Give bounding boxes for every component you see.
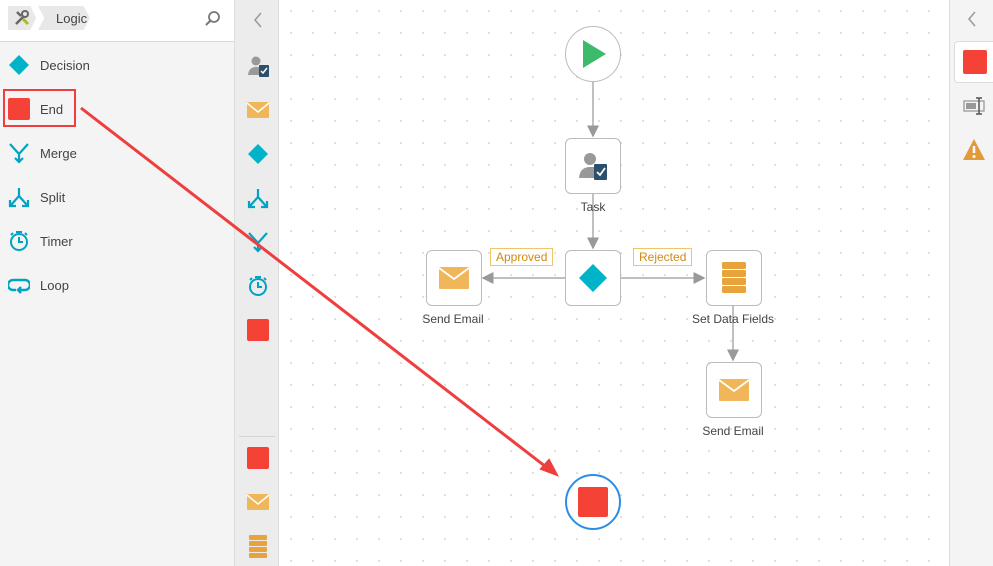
palette-item-merge[interactable]: Merge xyxy=(8,141,77,165)
tools-icon[interactable] xyxy=(8,6,36,30)
email-icon[interactable] xyxy=(246,490,270,514)
panel-header: Logic xyxy=(0,0,234,42)
end-icon[interactable] xyxy=(246,318,270,342)
item-label: Decision xyxy=(40,57,90,73)
approved-branch-label: Approved xyxy=(490,248,554,266)
merge-icon[interactable] xyxy=(246,230,270,254)
end-icon[interactable] xyxy=(246,446,270,470)
split-icon[interactable] xyxy=(246,186,270,210)
item-label: Loop xyxy=(40,277,69,293)
item-label: Merge xyxy=(40,145,77,161)
decision-node[interactable] xyxy=(565,250,621,306)
palette-item-decision[interactable]: Decision xyxy=(8,53,90,77)
send-email-label: Send Email xyxy=(422,312,484,326)
stop-square-icon xyxy=(8,98,30,120)
diamond-icon xyxy=(579,264,607,292)
merge-icon xyxy=(8,142,30,164)
set-data-fields-node[interactable] xyxy=(706,250,762,306)
set-data-fields-label: Set Data Fields xyxy=(691,312,775,326)
palette-item-loop[interactable]: Loop xyxy=(8,273,69,297)
stop-square-icon xyxy=(578,487,608,517)
annotation-highlight-box xyxy=(3,89,76,127)
data-fields-icon[interactable] xyxy=(246,534,270,558)
breadcrumb-logic[interactable]: Logic xyxy=(38,6,90,30)
breadcrumb-label: Logic xyxy=(56,10,88,26)
send-email-node-2[interactable] xyxy=(706,362,762,418)
stop-square-icon xyxy=(962,50,987,74)
timer-icon xyxy=(8,230,30,252)
left-panel: Logic Decision End Merge Split Timer Loo… xyxy=(0,0,235,566)
start-node[interactable] xyxy=(565,26,621,82)
item-label: Timer xyxy=(40,233,73,249)
palette-item-timer[interactable]: Timer xyxy=(8,229,73,253)
rename-field-icon[interactable] xyxy=(963,96,987,116)
warning-icon[interactable] xyxy=(962,138,986,162)
divider xyxy=(239,436,275,437)
data-fields-icon xyxy=(722,262,746,293)
palette-item-end[interactable]: End xyxy=(8,97,63,121)
palette-item-split[interactable]: Split xyxy=(8,185,65,209)
end-node-selected[interactable] xyxy=(565,474,621,530)
properties-tab[interactable] xyxy=(954,41,993,83)
search-icon[interactable] xyxy=(204,10,222,28)
split-icon xyxy=(8,186,30,208)
timer-icon[interactable] xyxy=(246,274,270,298)
send-email-node[interactable] xyxy=(426,250,482,306)
task-icon xyxy=(579,153,607,180)
send-email-label-2: Send Email xyxy=(702,424,764,438)
decision-icon[interactable] xyxy=(246,142,270,166)
collapse-chevron-icon[interactable] xyxy=(246,8,270,32)
workflow-canvas[interactable]: Task Approved Rejected Send Email Set Da… xyxy=(280,0,949,566)
task-label: Task xyxy=(580,200,606,214)
email-icon xyxy=(718,379,750,401)
diamond-icon xyxy=(8,54,30,76)
task-icon[interactable] xyxy=(246,54,270,78)
right-panel xyxy=(949,0,993,566)
rejected-branch-label: Rejected xyxy=(633,248,693,266)
recent-toolbar xyxy=(235,0,279,566)
item-label: Split xyxy=(40,189,66,205)
loop-icon xyxy=(8,274,30,296)
play-icon xyxy=(583,40,606,68)
email-icon xyxy=(438,267,470,289)
email-icon[interactable] xyxy=(246,98,270,122)
collapse-chevron-icon[interactable] xyxy=(966,10,978,28)
item-label: End xyxy=(40,101,64,117)
task-node[interactable] xyxy=(565,138,621,194)
